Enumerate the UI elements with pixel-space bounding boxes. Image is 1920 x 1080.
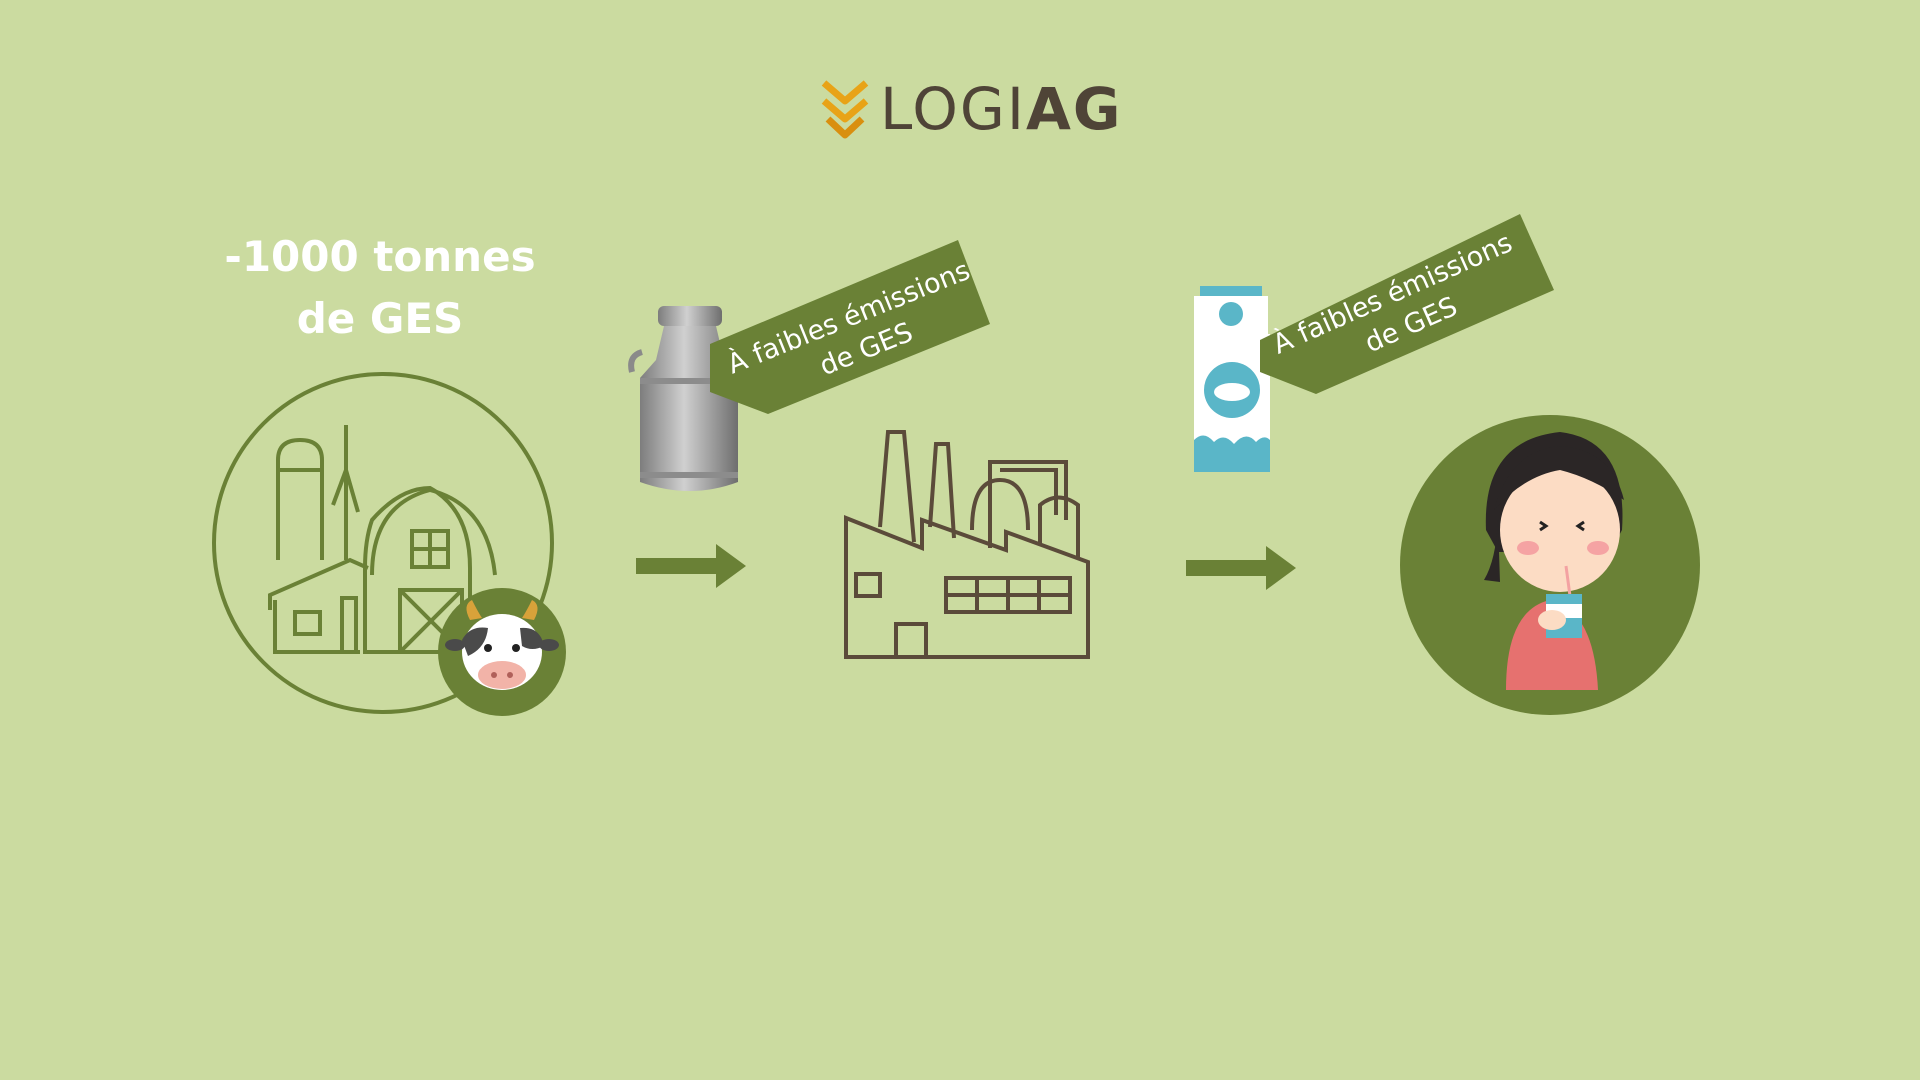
logo-text-bold: AG (1025, 75, 1123, 143)
logo-text: LOGIAG (880, 80, 1122, 138)
headline-line-1: -1000 tonnes (224, 232, 536, 281)
milk-can-icon (628, 306, 738, 491)
factory-icon (844, 430, 1090, 659)
cow-icon (438, 588, 566, 716)
arrow-right-icon (636, 544, 746, 588)
arrow-right-icon (1186, 546, 1296, 590)
headline-line-2: de GES (296, 294, 464, 343)
logo-text-light: LOGI (880, 75, 1026, 143)
emissions-tag-1: À faibles émissions de GES (710, 240, 990, 414)
girl-drinking-icon (1400, 415, 1700, 715)
logo: LOGIAG (820, 74, 1122, 144)
emissions-tag-2: À faibles émissions de GES (1260, 214, 1554, 394)
milk-carton-icon (1194, 286, 1270, 472)
emissions-headline: -1000 tonnes de GES (200, 226, 560, 350)
farm-icon (212, 372, 554, 714)
chevron-logo-icon (821, 80, 869, 139)
